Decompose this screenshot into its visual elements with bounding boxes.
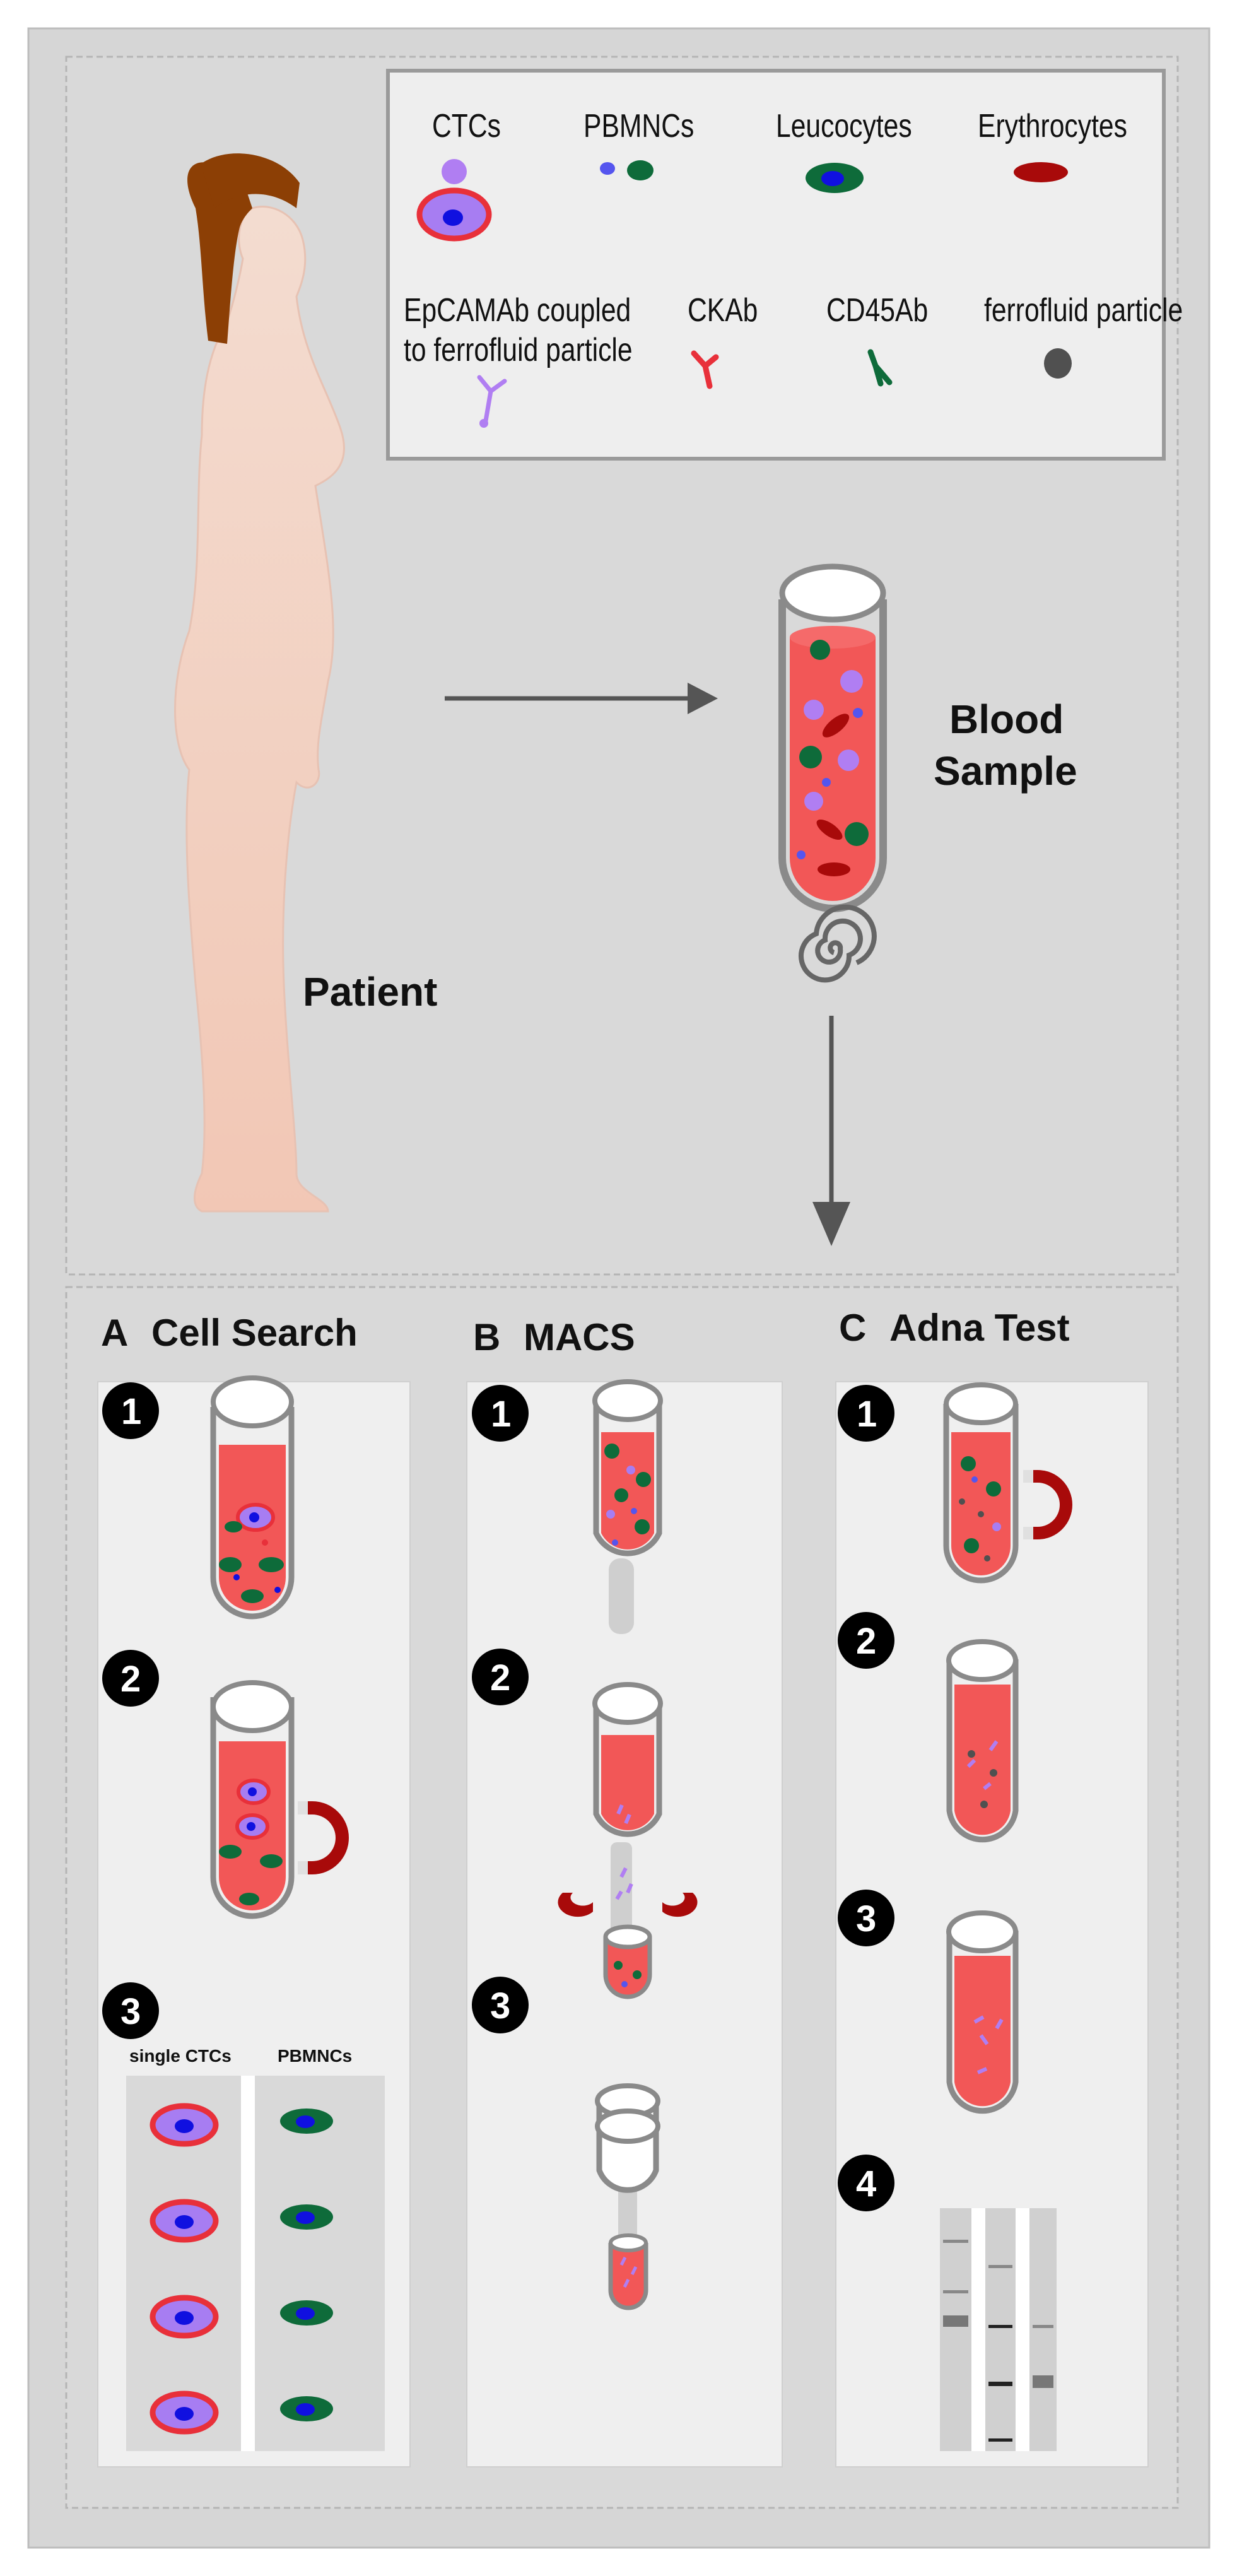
badge-b1-number: 1 [491,1394,512,1435]
badge-b1 [472,1385,529,1442]
legend-ferrofluid-icon [1044,348,1072,379]
a-step3-pbmncs [280,2108,333,2421]
c-step1-tube [943,1382,1019,1584]
badge-a1-number: 1 [121,1391,142,1432]
panel-c-title: Adna Test [889,1307,1070,1349]
badge-b2 [472,1649,529,1705]
b-step2-column [592,1682,663,1999]
legend-cd45ab-label: CD45Ab [826,292,929,329]
panel-a-letter: A [101,1312,129,1354]
legend-ferrofluid-label: ferrofluid particle [984,292,1183,329]
a-step3-divider [241,2076,255,2451]
legend-erythrocyte-icon [1014,162,1068,182]
badge-c2 [838,1612,894,1669]
badge-c3-number: 3 [856,1898,877,1939]
b-step3-column [595,2083,660,2310]
legend-erythrocytes-label: Erythrocytes [978,108,1127,144]
legend-epcamab-icon [477,375,507,428]
panel-c-letter: C [839,1307,867,1349]
panel-a-title: Cell Search [151,1312,358,1354]
legend-box [386,69,1166,461]
badge-b3-number: 3 [490,1985,511,2026]
badge-c4-number: 4 [856,2163,877,2204]
legend-ckab-icon [691,350,719,389]
badge-c2-number: 2 [856,1621,877,1662]
badge-a2 [102,1650,159,1707]
patient-figure [174,153,345,1213]
c-step4-gel [940,2208,1057,2451]
panel-b-letter: B [473,1316,501,1358]
patient-label: Patient [303,969,438,1015]
badge-a3-number: 3 [120,1991,141,2032]
badge-c4 [838,2155,894,2211]
legend-epcamab-label-2: to ferrofluid particle [404,332,633,368]
a-step1-tube [210,1375,295,1620]
a-col-single-ctcs: single CTCs [129,2046,232,2066]
c-magnet-icon [1023,1470,1072,1539]
badge-a2-number: 2 [120,1659,141,1700]
c-step2-tube [946,1639,1019,1843]
arrow-to-methods-head [812,1202,850,1246]
c-step3-tube [946,1910,1019,2114]
legend-epcamab-label: EpCAMAb coupled [404,292,631,329]
legend-ckab-label: CKAb [688,292,758,329]
badge-c1-number: 1 [857,1394,877,1435]
badge-a1 [102,1382,159,1439]
legend-ctc-icon [416,159,492,242]
badge-a3 [102,1982,159,2039]
badge-c3 [838,1890,894,1946]
legend-leucocyte-icon [806,163,864,193]
legend-pbmncs-label: PBMNCs [583,108,695,144]
a-magnet-icon [298,1801,349,1874]
badge-b3 [472,1977,529,2033]
blood-sample-label-line1: Blood [949,697,1064,742]
a-step3-ctcs [149,2103,219,2435]
legend-ctcs-label: CTCs [432,108,501,144]
panel-b-title: MACS [524,1316,635,1358]
centrifuge-spiral-icon [799,904,877,983]
legend-pbmnc-icon [600,160,654,180]
b-step1-column [592,1379,663,1634]
badge-b2-number: 2 [490,1657,511,1698]
a-step2-tube [210,1680,295,1919]
badge-c1 [838,1385,894,1442]
a-col-pbmncs: PBMNCs [278,2046,353,2066]
legend-leucocytes-label: Leucocytes [776,108,912,144]
arrow-to-sample-head [688,683,718,714]
b-magnet-icon [558,1893,698,1917]
blood-sample-label-line2: Sample [934,748,1077,794]
legend-cd45ab-icon [867,349,893,387]
